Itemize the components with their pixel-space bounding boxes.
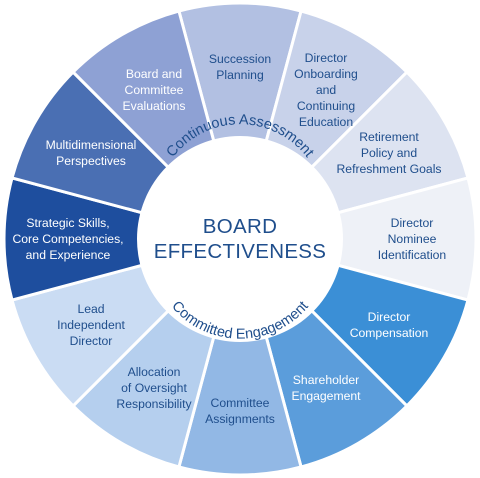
- wheel-segment-9: [2, 176, 246, 302]
- segment-label-line: Responsibility: [116, 397, 192, 411]
- segment-label-line: Refreshment Goals: [337, 162, 442, 176]
- segment-label-line: Nominee: [388, 232, 437, 246]
- segment-label-line: Identification: [378, 248, 446, 262]
- segment-label-line: Lead: [77, 302, 104, 316]
- segment-label-line: Multidimensional: [46, 138, 137, 152]
- segment-label-line: Director: [305, 51, 348, 65]
- segment-label-line: and: [316, 83, 336, 97]
- segment-label-line: Allocation: [128, 365, 181, 379]
- segment-label-line: Continuing: [297, 99, 355, 113]
- segment-label-line: Shareholder: [293, 373, 359, 387]
- segment-label-line: Committee: [125, 83, 184, 97]
- segment-label-line: Evaluations: [122, 99, 185, 113]
- segment-label-line: Education: [299, 115, 353, 129]
- wheel-segment-6: [177, 233, 303, 477]
- segment-label-line: Board and: [126, 67, 182, 81]
- segment-label-line: Planning: [216, 68, 263, 82]
- segment-label-line: Director: [368, 310, 411, 324]
- segment-label-line: Assignments: [205, 412, 275, 426]
- segment-label-line: Independent: [57, 318, 125, 332]
- segment-label-line: Engagement: [291, 389, 361, 403]
- center-title-line1: BOARD: [203, 215, 277, 238]
- segment-label-line: Perspectives: [56, 154, 126, 168]
- segment-label-line: Succession: [209, 52, 271, 66]
- segment-label-line: Committee: [211, 396, 270, 410]
- segment-label-line: and Experience: [26, 248, 111, 262]
- wheel-segment-3: [234, 176, 478, 302]
- segment-label-line: Onboarding: [294, 67, 358, 81]
- segment-label-line: Strategic Skills,: [26, 216, 109, 230]
- segment-label-9: Strategic Skills, Core Competencies, and E…: [12, 216, 123, 262]
- segment-label-line: Director: [391, 216, 434, 230]
- center-title-line2: EFFECTIVENESS: [154, 240, 326, 263]
- center-circle: [137, 136, 343, 342]
- segment-label-line: Core Competencies,: [12, 232, 123, 246]
- segment-label-line: Policy and: [361, 146, 417, 160]
- segment-label-line: Director: [70, 334, 113, 348]
- segment-label-line: of Oversight: [121, 381, 187, 395]
- segment-label-line: Retirement: [359, 130, 419, 144]
- segment-label-line: Compensation: [350, 326, 429, 340]
- wheel-segment-0: [177, 1, 303, 245]
